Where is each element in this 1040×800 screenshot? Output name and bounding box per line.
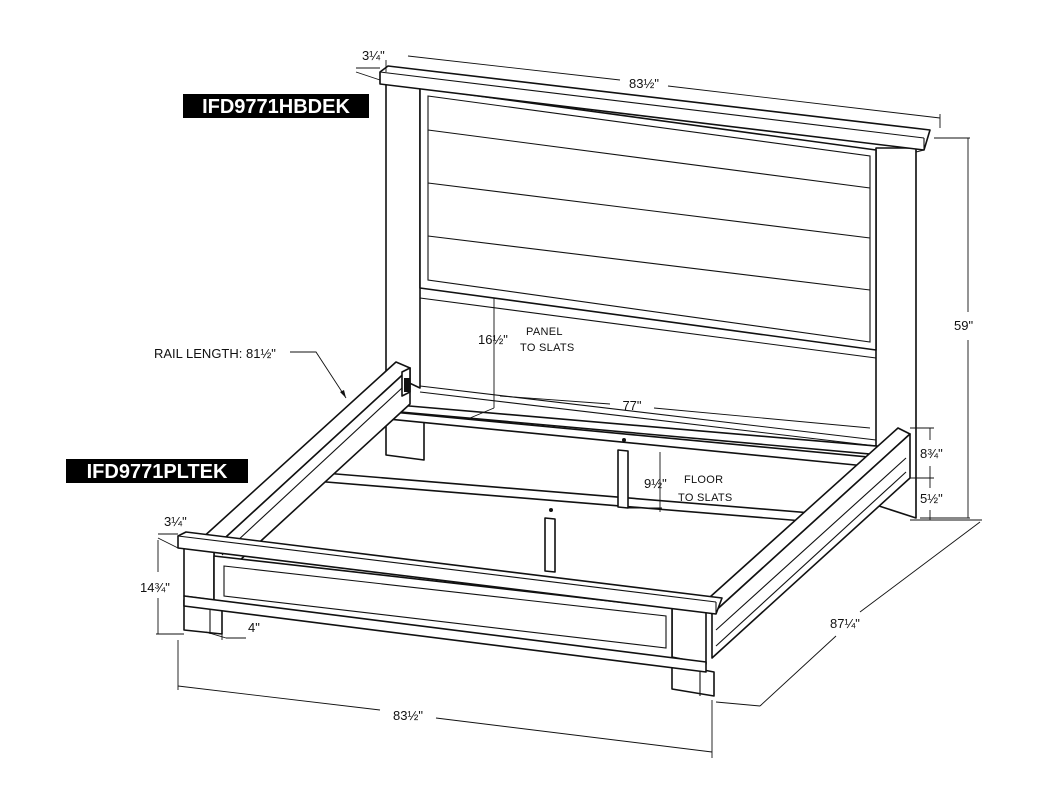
inner-width-label: 77" bbox=[622, 398, 641, 413]
floor-to-slats-label: 9½" bbox=[644, 476, 667, 491]
headboard-top-depth-label: 3¼" bbox=[362, 48, 385, 63]
overall-length-label: 87¼" bbox=[830, 616, 860, 631]
rail-length-label: RAIL LENGTH: 81½" bbox=[154, 346, 276, 361]
dimension-lines bbox=[156, 55, 982, 758]
footboard-top-depth-label: 3¼" bbox=[164, 514, 187, 529]
headboard-left-post bbox=[385, 81, 421, 389]
side-rail-height-label: 8¾" bbox=[920, 446, 943, 461]
side-rail-clearance-label: 5½" bbox=[920, 491, 943, 506]
middle-slat bbox=[301, 471, 849, 525]
overall-height-label: 59" bbox=[954, 318, 973, 333]
platform-label: IFD9771PLTEK bbox=[66, 459, 248, 483]
panel-to-slats-note-line1: PANEL bbox=[526, 326, 563, 338]
headboard-label: IFD9771HBDEK bbox=[183, 94, 369, 118]
side-rails bbox=[199, 361, 911, 659]
leg-width-label: 4" bbox=[248, 620, 260, 635]
headboard bbox=[379, 65, 931, 519]
headboard-model-number: IFD9771HBDEK bbox=[202, 96, 350, 118]
center-support-leg-rear bbox=[617, 449, 629, 509]
dimension-labels: 3¼" 83½" 59" 16½" PANEL TO SLATS RAIL LE… bbox=[140, 48, 973, 723]
platform-label-box bbox=[66, 459, 248, 483]
platform-model-number: IFD9771PLTEK bbox=[87, 461, 228, 483]
headboard-label-box bbox=[183, 94, 369, 118]
floor-to-slats-note-line1: FLOOR bbox=[684, 474, 723, 486]
panel-to-slats-note-line2: TO SLATS bbox=[520, 342, 575, 354]
headboard-panel-frame bbox=[419, 87, 877, 351]
footboard-left-post bbox=[183, 544, 215, 601]
footboard-height-label: 14¾" bbox=[140, 580, 170, 595]
floor-to-slats-note-line2: TO SLATS bbox=[678, 492, 733, 504]
footboard-width-label: 83½" bbox=[393, 708, 423, 723]
center-support-leg-front bbox=[544, 517, 556, 573]
footboard bbox=[177, 531, 723, 697]
panel-to-slats-label: 16½" bbox=[478, 332, 508, 347]
headboard-width-label: 83½" bbox=[629, 76, 659, 91]
left-side-rail bbox=[199, 361, 411, 549]
